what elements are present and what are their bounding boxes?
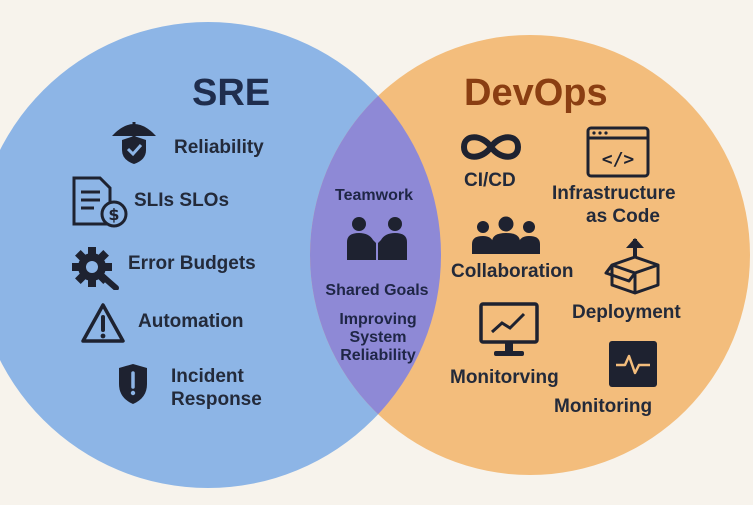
document-dollar-icon: $ — [70, 176, 128, 228]
devops-item-infrastructure: Infrastructure — [552, 183, 676, 204]
devops-item-ci-cd: CI/CD — [464, 170, 516, 191]
monitor-chart-icon — [478, 301, 540, 359]
shield-alert-icon — [117, 364, 149, 404]
handshake-people-icon — [343, 216, 411, 262]
sre-circle — [0, 22, 441, 488]
overlap-item-reliability: Reliability — [340, 347, 416, 364]
umbrella-shield-icon — [108, 116, 160, 166]
sre-item-incident: Incident — [171, 366, 244, 387]
overlap-item-teamwork: Teamwork — [335, 187, 413, 204]
devops-item-monitorving: Monitorving — [450, 367, 559, 388]
devops-item-deployment: Deployment — [572, 302, 681, 323]
infinity-icon — [458, 130, 524, 164]
overlap-item-improving: Improving — [339, 311, 417, 328]
pulse-screen-icon — [608, 340, 658, 388]
sre-item-slis-slos: SLIs SLOs — [134, 190, 230, 211]
devops-item-collaboration: Collaboration — [451, 261, 574, 282]
sre-item-reliability: Reliability — [174, 137, 264, 158]
team-people-icon — [470, 216, 542, 256]
overlap-item-shared-goals: Shared Goals — [325, 282, 429, 299]
overlap-item-system: System — [349, 329, 407, 346]
svg-text:</>: </> — [602, 149, 635, 170]
warning-triangle-icon — [80, 302, 126, 344]
svg-text:$: $ — [108, 205, 119, 224]
code-window-icon: </> — [585, 125, 651, 179]
sre-item-automation: Automation — [138, 311, 244, 332]
box-upload-icon — [604, 237, 666, 295]
devops-title: DevOps — [464, 72, 608, 114]
devops-item-monitoring: Monitoring — [554, 396, 653, 417]
gear-wrench-icon — [70, 244, 120, 290]
devops-item-as-code: as Code — [586, 206, 660, 227]
sre-item-error-budgets: Error Budgets — [128, 253, 256, 274]
sre-item-response: Response — [171, 389, 262, 410]
sre-title: SRE — [192, 72, 271, 114]
